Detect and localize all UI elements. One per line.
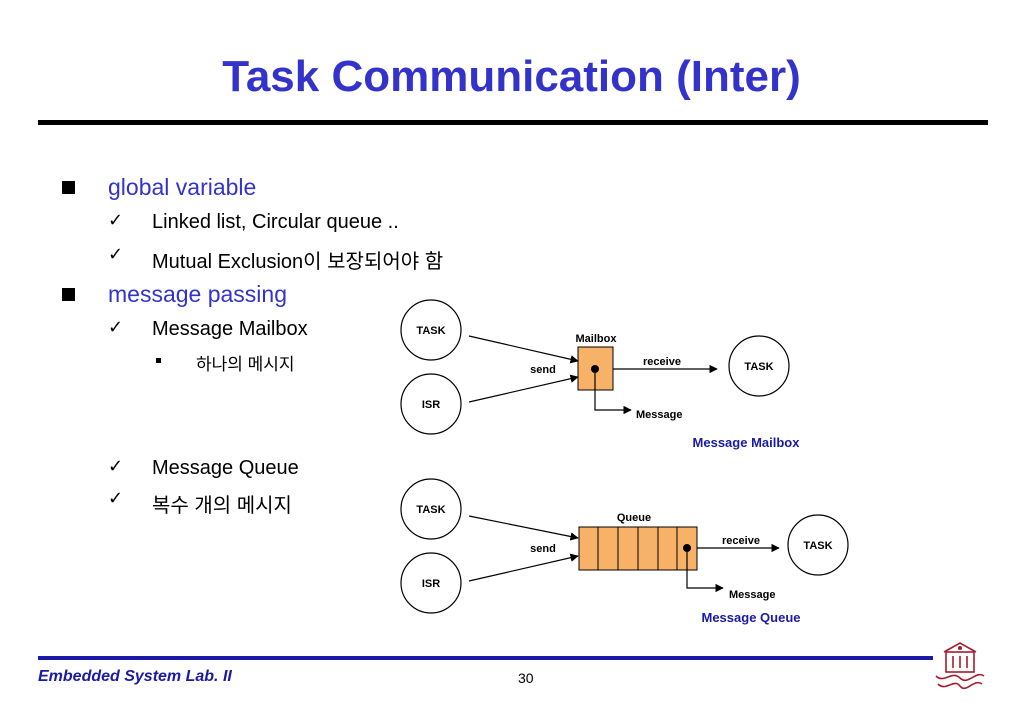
sub-bullet-label: Linked list, Circular queue ..: [152, 211, 399, 233]
sub-sub-bullet-label: 하나의 메시지: [196, 355, 295, 374]
mailbox-task-receiver-label: TASK: [744, 361, 773, 373]
queue-isr-node: [400, 552, 462, 614]
queue-slot-dividers: [597, 527, 678, 570]
queue-task-sender-label: TASK: [416, 504, 445, 516]
mailbox-isr-label: ISR: [422, 399, 440, 411]
sub-bullet-label: Message Mailbox: [152, 318, 308, 340]
mailbox-task-to-box-arrow: [468, 335, 579, 364]
bullet-label: global variable: [108, 174, 257, 200]
mailbox-isr-to-box-arrow: [468, 374, 579, 403]
sub-bullet-label: 복수 개의 메시지: [152, 495, 292, 517]
queue-task-receiver-node: [787, 514, 849, 576]
title-divider: [38, 120, 988, 125]
mailbox-diagram: TASK ISR Mailbox send receive TASK Messa…: [400, 299, 801, 450]
mailbox-task-sender-label: TASK: [416, 325, 445, 337]
queue-message-dot: [683, 544, 691, 552]
mailbox-container-label: Mailbox: [576, 333, 618, 345]
checkmark-icon: ✓: [108, 244, 124, 265]
queue-isr-label: ISR: [422, 578, 440, 590]
mailbox-caption: Message Mailbox: [693, 435, 801, 450]
queue-task-sender-node: [400, 478, 462, 540]
university-seal-icon: [935, 642, 985, 690]
sub-bullet-label: Message Queue: [152, 457, 299, 479]
sub-bullet-message-mailbox: ✓ Message Mailbox: [108, 317, 308, 341]
square-bullet-icon: [62, 288, 75, 301]
checkmark-icon: ✓: [108, 456, 124, 477]
mailbox-task-receiver-node: [728, 335, 790, 397]
queue-message-label: Message: [729, 589, 775, 601]
page-title: Task Communication (Inter): [222, 52, 801, 101]
queue-container-label: Queue: [617, 512, 651, 524]
mailbox-send-label: send: [530, 364, 556, 376]
sub-bullet-linked-list: ✓ Linked list, Circular queue ..: [108, 210, 399, 234]
small-square-bullet-icon: [156, 358, 161, 363]
queue-task-to-box-arrow: [468, 515, 579, 541]
footer-divider: [38, 656, 933, 660]
mailbox-message-label: Message: [636, 409, 682, 421]
bullet-label: message passing: [108, 281, 287, 307]
page-number: 30: [518, 670, 534, 686]
mailbox-receive-label: receive: [643, 356, 681, 368]
sub-bullet-label: Mutual Exclusion이 보장되어야 함: [152, 251, 444, 273]
queue-message-arrow: [686, 552, 724, 593]
queue-task-receiver-label: TASK: [803, 540, 832, 552]
queue-send-label: send: [530, 543, 556, 555]
square-bullet-icon: [62, 181, 75, 194]
checkmark-icon: ✓: [108, 488, 124, 509]
queue-receive-label: receive: [722, 535, 760, 547]
bullet-message-passing: message passing: [62, 281, 287, 308]
mailbox-message-arrow: [594, 373, 632, 415]
footer-lab-name: Embedded System Lab. II: [38, 668, 232, 685]
checkmark-icon: ✓: [108, 210, 124, 231]
mailbox-task-sender-node: [400, 299, 462, 361]
sub-sub-bullet-single-message: 하나의 메시지: [156, 350, 295, 375]
bullet-global-variable: global variable: [62, 174, 257, 201]
sub-bullet-mutual-exclusion: ✓ Mutual Exclusion이 보장되어야 함: [108, 244, 444, 274]
checkmark-icon: ✓: [108, 317, 124, 338]
sub-bullet-multiple-messages: ✓ 복수 개의 메시지: [108, 488, 292, 518]
mailbox-isr-node: [400, 373, 462, 435]
queue-diagram: TASK ISR Queue send receive TASK Message…: [400, 478, 849, 625]
mailbox-message-dot: [591, 365, 599, 373]
queue-caption: Message Queue: [702, 610, 801, 625]
queue-isr-to-box-arrow: [468, 553, 579, 582]
sub-bullet-message-queue: ✓ Message Queue: [108, 456, 299, 480]
